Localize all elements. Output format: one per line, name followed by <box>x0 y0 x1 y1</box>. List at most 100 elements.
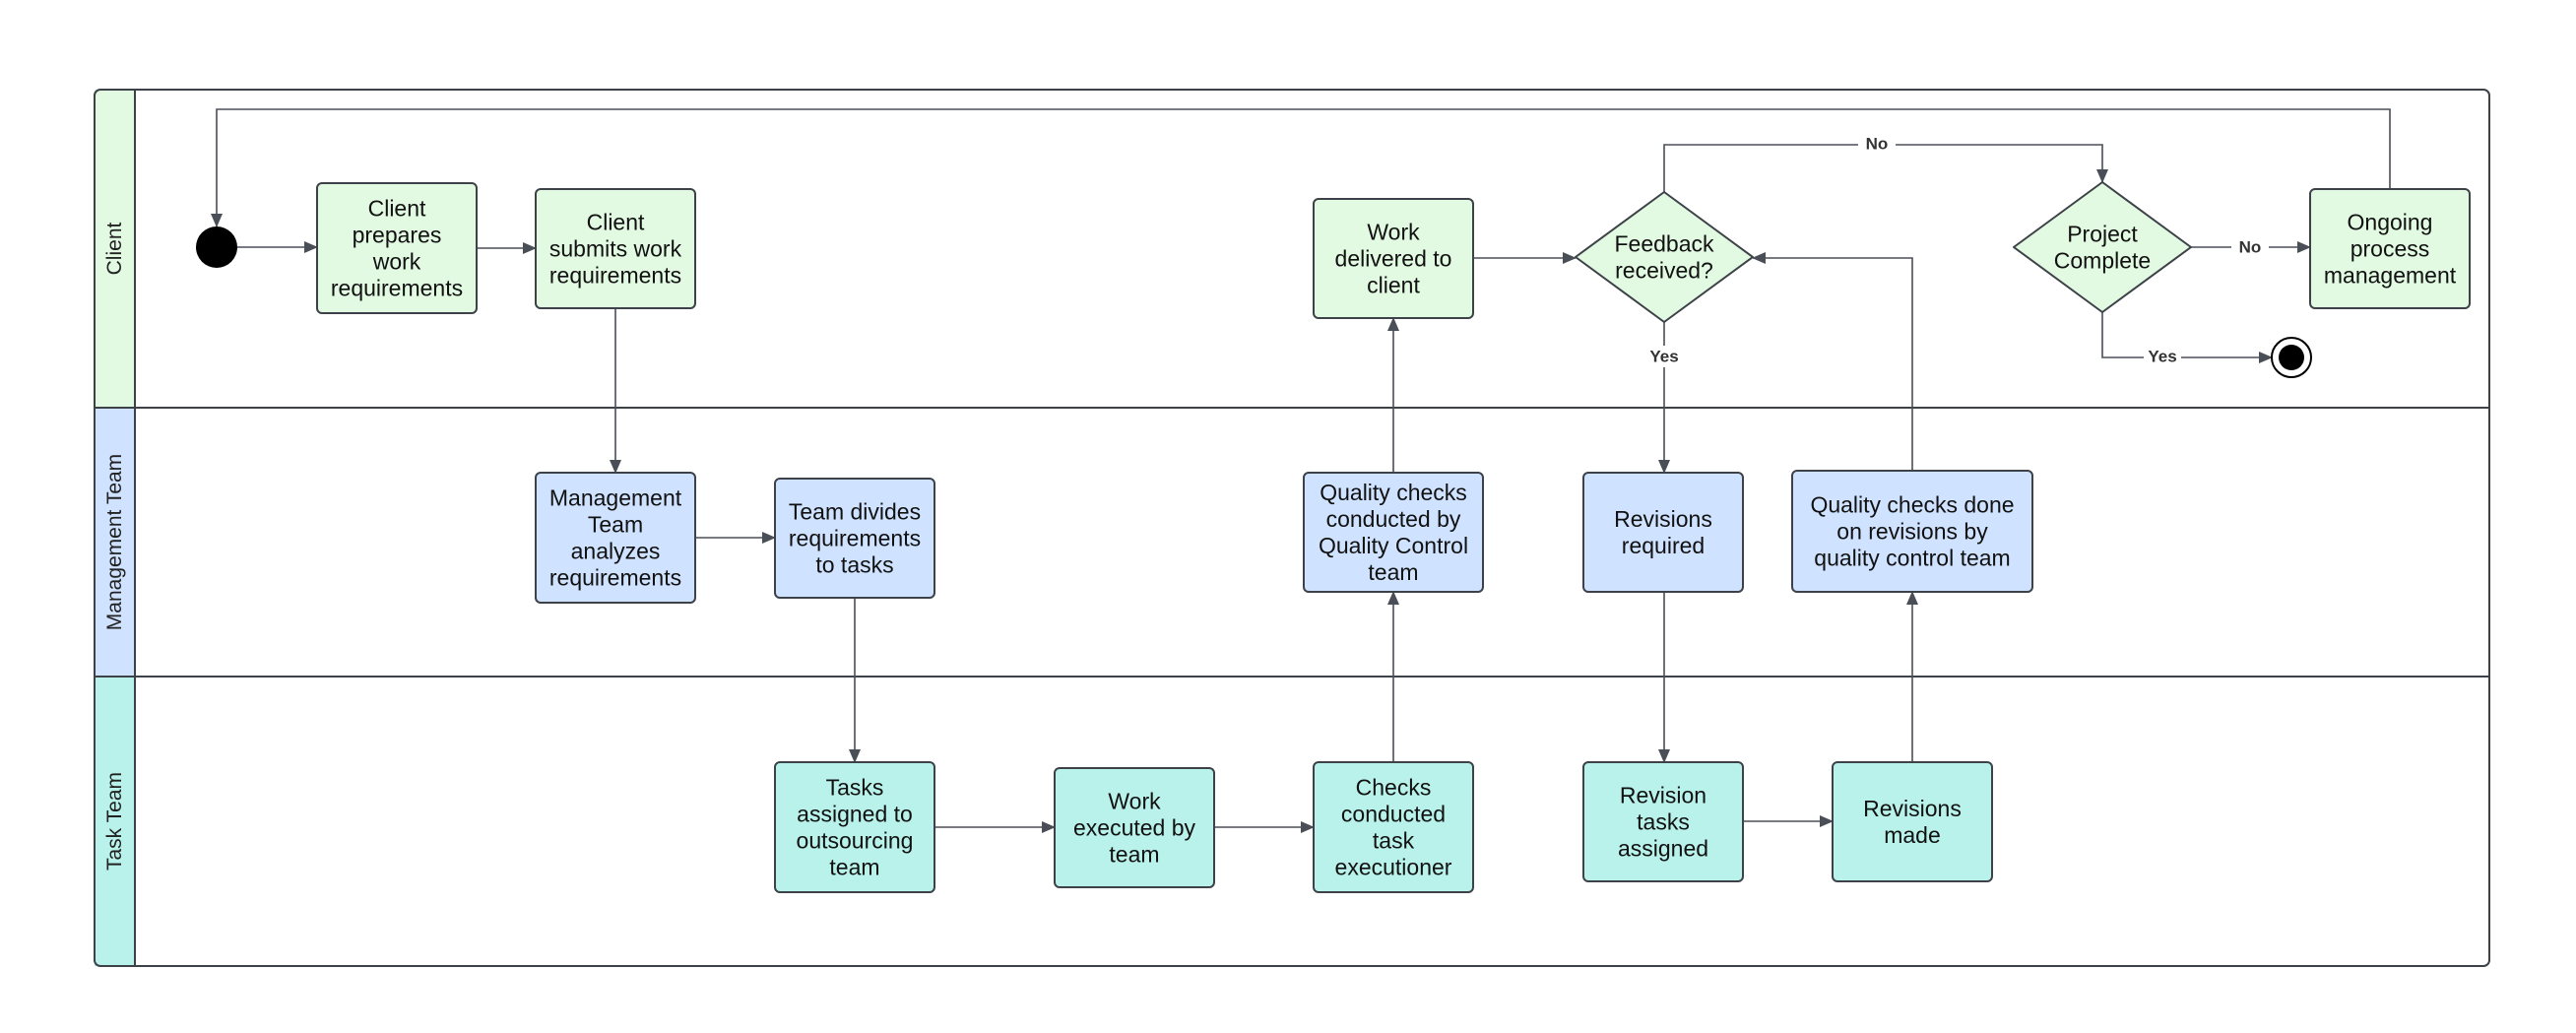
node-text-line: tasks <box>1637 809 1690 835</box>
node-text-line: Complete <box>2054 248 2151 274</box>
node-text-line: requirements <box>331 276 463 301</box>
node-text-line: submits work <box>549 236 682 262</box>
process-box <box>1582 472 1744 593</box>
node-text-line: quality control team <box>1814 546 2010 571</box>
node-text-line: requirements <box>549 263 681 289</box>
edge-qc-revisions-to-feedback <box>1752 252 1913 471</box>
node-text-line: Checks <box>1356 775 1432 801</box>
process-box <box>535 188 696 309</box>
node-text-line: management <box>2324 263 2457 289</box>
lane-label-management: Management Team <box>103 454 126 630</box>
node-text-line: delivered to <box>1335 246 1452 272</box>
node-text-line: Management <box>549 485 682 511</box>
node-text-line: to tasks <box>815 552 893 578</box>
node-text-line: prepares <box>353 223 442 248</box>
decision-diamond <box>2013 181 2192 313</box>
node-text-line: received? <box>1615 258 1713 284</box>
edge-label-feedback-yes-to-revisions: Yes <box>1649 348 1678 366</box>
node-text-line: analyzes <box>571 539 661 564</box>
process-box <box>1313 198 1474 319</box>
node-text-line: executioner <box>1335 855 1452 880</box>
node-text-line: work <box>372 249 421 275</box>
node-text-line: Client <box>587 210 645 235</box>
node-text-line: Revisions <box>1614 506 1712 532</box>
node-text-line: conducted <box>1341 802 1446 827</box>
decision-diamond <box>1575 191 1754 323</box>
lane-header-task <box>95 677 135 966</box>
node-text-line: assigned <box>1618 836 1708 862</box>
node-text-line: Revision <box>1620 783 1707 808</box>
node-text-line: requirements <box>789 526 921 551</box>
node-text-line: outsourcing <box>797 828 914 854</box>
edge-label-bg <box>1645 346 1683 367</box>
node-text-line: Feedback <box>1614 231 1714 257</box>
nodes-layer: ClientpreparesworkrequirementsClientsubm… <box>196 181 2471 893</box>
node-text-line: team <box>829 855 879 880</box>
node-text-line: Project <box>2067 222 2138 247</box>
node-text-line: team <box>1109 842 1159 868</box>
end-node-dot-icon <box>2279 345 2304 370</box>
edge-label-bg <box>2231 236 2269 258</box>
process-box <box>1582 761 1744 882</box>
node-text-line: Work <box>1108 789 1161 814</box>
edge-label-bg <box>1858 133 1896 155</box>
node-text-line: Team <box>588 512 643 538</box>
node-text-line: assigned to <box>797 802 913 827</box>
process-box <box>774 478 935 599</box>
edge-ongoing-loop-to-start <box>211 108 2391 227</box>
node-text-line: Client <box>368 196 426 222</box>
node-text-line: Tasks <box>826 775 884 801</box>
pool-frame <box>94 89 2490 967</box>
lane-label-task: Task Team <box>103 772 126 871</box>
node-start[interactable] <box>196 226 237 268</box>
edge-label-bg <box>2144 346 2181 367</box>
node-text-line: Revisions <box>1863 796 1962 821</box>
process-box <box>774 761 935 893</box>
process-box <box>1791 470 2033 593</box>
node-text-line: Team divides <box>789 499 921 525</box>
edge-label-complete-no-to-ongoing: No <box>2239 238 2262 257</box>
node-text-line: requirements <box>549 565 681 591</box>
process-box <box>1832 761 1993 882</box>
lane-header-management <box>95 408 135 677</box>
edge-label-complete-yes-to-end: Yes <box>2148 348 2176 366</box>
node-text-line: task <box>1373 828 1415 854</box>
edge-label-feedback-no-to-complete: No <box>1866 135 1889 154</box>
node-text-line: team <box>1368 559 1418 585</box>
process-box <box>1054 767 1215 888</box>
node-text-line: Work <box>1367 220 1420 245</box>
node-text-line: Quality checks done <box>1810 492 2014 518</box>
node-text-line: client <box>1367 273 1420 298</box>
edge-complete-yes-to-end <box>2101 312 2273 363</box>
process-box <box>1303 472 1484 593</box>
process-box <box>1313 761 1474 893</box>
node-text-line: required <box>1622 533 1705 558</box>
node-text-line: Quality Control <box>1319 533 1468 558</box>
node-text-line: made <box>1884 822 1941 848</box>
node-end[interactable] <box>2271 337 2312 378</box>
node-text-line: Ongoing <box>2348 210 2433 235</box>
node-text-line: Quality checks <box>1320 480 1467 505</box>
node-text-line: process <box>2351 236 2430 262</box>
node-text-line: on revisions by <box>1836 519 1988 545</box>
process-box <box>535 472 696 604</box>
